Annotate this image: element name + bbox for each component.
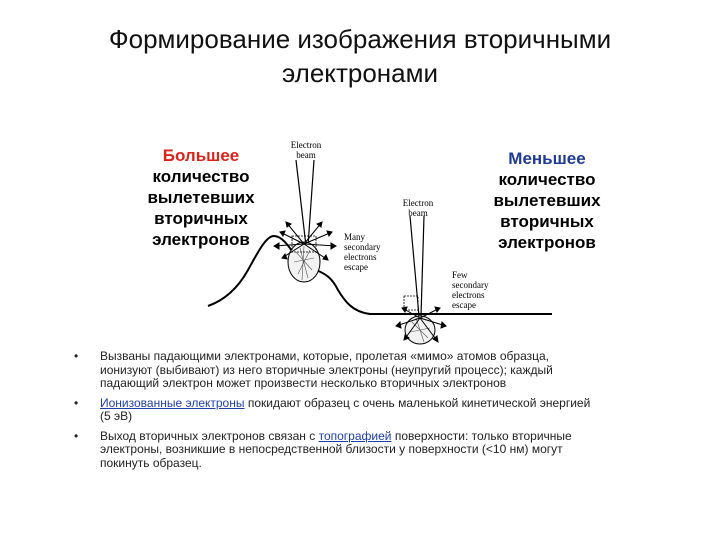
secondary-electron-arrows-few xyxy=(395,306,447,343)
fewer-electrons-label-line2: количество xyxy=(498,170,596,189)
interaction-volume-1 xyxy=(287,235,321,283)
more-electrons-label-line4: вторичных xyxy=(154,209,248,228)
beam-2-label: Electron beam xyxy=(398,198,438,218)
fewer-electrons-label-line4: вторичных xyxy=(500,212,594,231)
bullet-1-line2: ионизуют (выбивают) из него вторичные эл… xyxy=(100,362,553,377)
bullet-item-3: • Выход вторичных электронов связан с то… xyxy=(74,428,654,471)
many-secondary-label-line2: secondary xyxy=(344,242,381,252)
many-secondary-label-line4: escape xyxy=(344,262,368,272)
slide-title-line2: электронами xyxy=(281,58,439,88)
fewer-electrons-label: Меньшее количество вылетевших вторичных … xyxy=(472,148,622,253)
more-electrons-label-line5: электронов xyxy=(152,230,250,249)
specimen-surface xyxy=(207,234,552,315)
fewer-electrons-label-line3: вылетевших xyxy=(493,191,601,210)
bullet-3-line2: электроны, возникшие в непосредственной … xyxy=(100,442,563,456)
bullet-3-line3: покинуть образец. xyxy=(100,455,202,470)
bullet-3-pre: Выход вторичных электронов связан с xyxy=(100,428,319,443)
bullet-1-line1: Вызваны падающими электронами, которые, … xyxy=(100,349,550,363)
slide-title-line1: Формирование изображения вторичными xyxy=(108,24,612,54)
more-electrons-label-line1: Большее xyxy=(162,146,240,165)
electron-beam-1 xyxy=(295,159,315,247)
slide-title: Формирование изображения вторичными элек… xyxy=(60,22,660,90)
fewer-electrons-label-line1: Меньшее xyxy=(508,149,586,168)
interaction-volume-2 xyxy=(403,295,436,345)
bullet-dot: • xyxy=(74,428,79,443)
few-secondary-label-line1: Few xyxy=(452,270,468,280)
beam-1-label: Electron beam xyxy=(286,140,326,160)
bullet-list: • Вызваны падающими электронами, которые… xyxy=(74,349,654,476)
few-secondary-label: Few secondary electrons escape xyxy=(452,270,512,310)
bullet-dot: • xyxy=(74,349,79,363)
few-secondary-label-line4: escape xyxy=(452,300,476,310)
more-electrons-label-line3: вылетевших xyxy=(147,188,255,207)
bullet-dot: • xyxy=(74,395,79,410)
bullet-3-post: поверхности: только вторичные xyxy=(391,428,572,443)
electron-beam-2 xyxy=(409,215,425,317)
few-secondary-label-line3: electrons xyxy=(452,290,485,300)
bullet-2-line1: Ионизованные электроны покидают образец … xyxy=(100,395,654,411)
beam-1-label-line1: Electron xyxy=(290,140,322,150)
ionized-electrons-link[interactable]: Ионизованные электроны xyxy=(100,395,245,410)
bullet-2-rest: покидают образец с очень маленькой кинет… xyxy=(244,395,591,410)
bullet-item-2: • Ионизованные электроны покидают образе… xyxy=(74,395,654,424)
more-electrons-label: Большее количество вылетевших вторичных … xyxy=(126,145,276,250)
more-electrons-label-line2: количество xyxy=(152,167,250,186)
bullet-3-line1: Выход вторичных электронов связан с топо… xyxy=(100,428,654,444)
many-secondary-label-line1: Many xyxy=(344,232,365,242)
bullet-item-1: • Вызваны падающими электронами, которые… xyxy=(74,349,654,391)
beam-2-label-line1: Electron xyxy=(402,198,434,208)
many-secondary-label: Many secondary electrons escape xyxy=(344,232,404,272)
fewer-electrons-label-line5: электронов xyxy=(498,233,596,252)
beam-1-label-line2: beam xyxy=(296,150,316,160)
few-secondary-label-line2: secondary xyxy=(452,280,489,290)
bullet-2-line2: (5 эВ) xyxy=(100,409,133,423)
topography-link[interactable]: топографией xyxy=(318,428,392,443)
secondary-electron-arrows-many xyxy=(273,221,337,261)
bullet-1-line3: падающий электрон может произвести неско… xyxy=(100,376,507,390)
many-secondary-label-line3: electrons xyxy=(344,252,377,262)
beam-2-label-line2: beam xyxy=(408,208,428,218)
